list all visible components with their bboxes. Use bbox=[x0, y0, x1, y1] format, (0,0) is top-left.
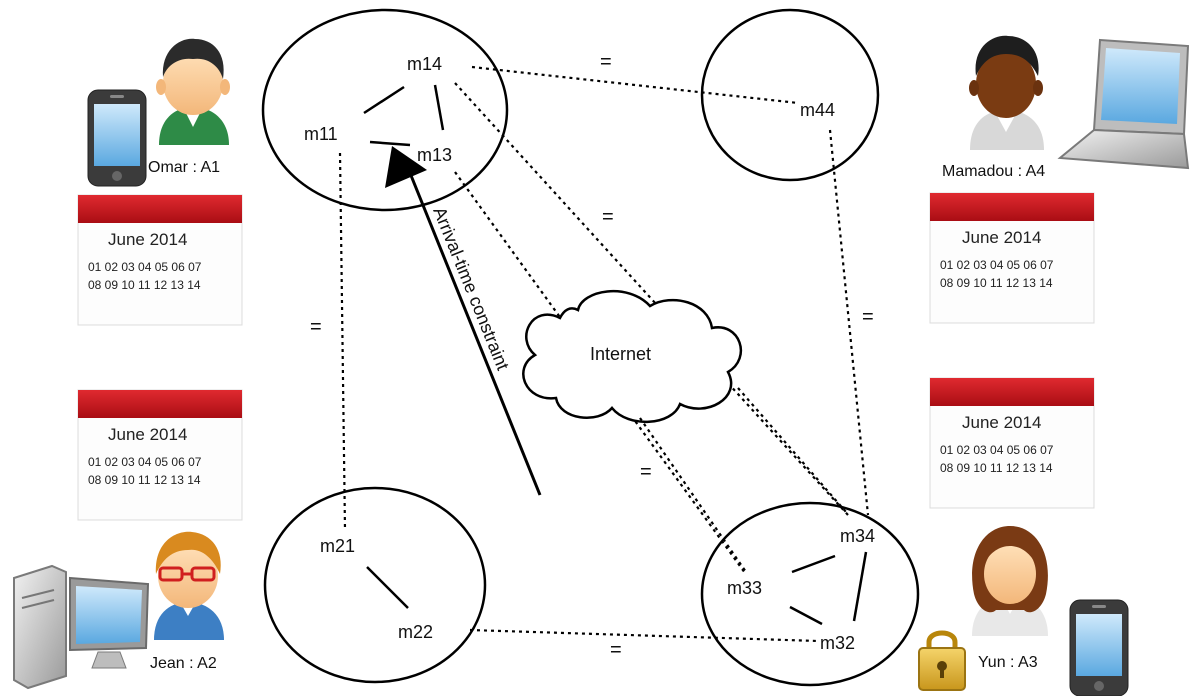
link-m21-m22 bbox=[366, 566, 409, 609]
link-m11-m14 bbox=[363, 85, 405, 115]
link-m14-m13 bbox=[433, 84, 445, 131]
calendar-row-1: 01 02 03 04 05 06 07 bbox=[88, 455, 202, 469]
calendar-month: June 2014 bbox=[962, 228, 1041, 247]
group-a2 bbox=[263, 486, 487, 684]
group-a1 bbox=[261, 8, 509, 212]
laptop-icon bbox=[1057, 38, 1190, 170]
agent-label-a4: Mamadou : A4 bbox=[942, 163, 1045, 180]
link-cloud-m33 bbox=[639, 417, 747, 573]
cloud-shape bbox=[522, 290, 743, 423]
avatar-yun-icon bbox=[972, 526, 1048, 636]
equals-bottom: = bbox=[610, 639, 622, 661]
calendar-header bbox=[78, 195, 242, 223]
link-m34-m32 bbox=[852, 551, 868, 622]
calendar-month: June 2014 bbox=[108, 230, 187, 249]
agent-label-a3: Yun : A3 bbox=[978, 654, 1038, 671]
avatar-mamadou-icon bbox=[969, 35, 1044, 150]
calendar-row-2: 08 09 10 11 12 13 14 bbox=[88, 278, 201, 292]
link-m14-m44 bbox=[471, 65, 799, 105]
message-m34: m34 bbox=[840, 526, 875, 546]
equals-left: = bbox=[310, 316, 322, 338]
agent-mamadou: Mamadou : A4 bbox=[942, 35, 1190, 180]
group-a3 bbox=[700, 501, 920, 687]
message-m11: m11 bbox=[304, 124, 338, 144]
calendar-a3: June 2014 01 02 03 04 05 06 07 08 09 10 … bbox=[929, 377, 1095, 509]
calendar-a4: June 2014 01 02 03 04 05 06 07 08 09 10 … bbox=[929, 192, 1095, 324]
avatar-jean-icon bbox=[154, 531, 224, 640]
phone-icon bbox=[87, 89, 147, 187]
calendar-row-2: 08 09 10 11 12 13 14 bbox=[940, 276, 1053, 290]
agent-label-a1: Omar : A1 bbox=[148, 159, 220, 176]
calendar-a2: June 2014 01 02 03 04 05 06 07 08 09 10 … bbox=[77, 389, 243, 521]
equals-diagonal-lower: = bbox=[640, 461, 652, 483]
link-m44-m34 bbox=[828, 129, 870, 516]
message-m44: m44 bbox=[800, 100, 835, 120]
equals-signs: = = = = = = bbox=[310, 51, 874, 661]
arrival-time-arrow: Arrival-time constraint bbox=[385, 146, 542, 496]
message-m13: m13 bbox=[417, 145, 452, 165]
calendar-row-2: 08 09 10 11 12 13 14 bbox=[940, 461, 1053, 475]
message-m21: m21 bbox=[320, 536, 355, 556]
message-m32: m32 bbox=[820, 633, 855, 653]
internal-links bbox=[363, 84, 868, 626]
link-m14-m34 bbox=[454, 82, 849, 516]
link-m33-m32 bbox=[789, 605, 823, 626]
arrow-head bbox=[385, 146, 427, 188]
calendar-row-2: 08 09 10 11 12 13 14 bbox=[88, 473, 201, 487]
lock-icon bbox=[918, 630, 966, 691]
link-m11-m13 bbox=[369, 140, 411, 147]
agent-jean: Jean : A2 bbox=[13, 531, 224, 690]
arrival-time-label: Arrival-time constraint bbox=[429, 204, 513, 373]
cloud-links bbox=[639, 387, 847, 573]
calendar-header bbox=[930, 378, 1094, 406]
calendar-row-1: 01 02 03 04 05 06 07 bbox=[940, 258, 1054, 272]
link-m11-m21 bbox=[338, 152, 347, 531]
message-m33: m33 bbox=[727, 578, 762, 598]
equals-top: = bbox=[600, 51, 612, 73]
link-m22-m32 bbox=[469, 628, 819, 643]
avatar-omar-icon bbox=[156, 38, 230, 145]
agent-yun: Yun : A3 bbox=[918, 526, 1129, 696]
calendar-header bbox=[78, 390, 242, 418]
calendar-month: June 2014 bbox=[962, 413, 1041, 432]
calendar-row-1: 01 02 03 04 05 06 07 bbox=[940, 443, 1054, 457]
equals-diagonal-upper: = bbox=[602, 206, 614, 228]
calendar-header bbox=[930, 193, 1094, 221]
link-m33-m34 bbox=[791, 554, 836, 574]
calendar-a1: June 2014 01 02 03 04 05 06 07 08 09 10 … bbox=[77, 194, 243, 326]
agent-groups bbox=[261, 8, 920, 687]
agent-omar: Omar : A1 bbox=[87, 38, 230, 187]
message-m22: m22 bbox=[398, 622, 433, 642]
desktop-computer-icon bbox=[13, 564, 150, 690]
message-labels: m14 m11 m13 m44 m21 m22 m34 m33 m32 bbox=[304, 54, 875, 653]
internet-cloud: Internet bbox=[522, 290, 743, 423]
agent-label-a2: Jean : A2 bbox=[150, 655, 217, 672]
equals-right: = bbox=[862, 306, 874, 328]
internet-label: Internet bbox=[590, 344, 651, 364]
arrow-shaft bbox=[406, 167, 542, 496]
calendar-month: June 2014 bbox=[108, 425, 187, 444]
calendar-row-1: 01 02 03 04 05 06 07 bbox=[88, 260, 202, 274]
message-m14: m14 bbox=[407, 54, 442, 74]
phone-icon bbox=[1069, 599, 1129, 696]
group-a4 bbox=[700, 8, 880, 182]
